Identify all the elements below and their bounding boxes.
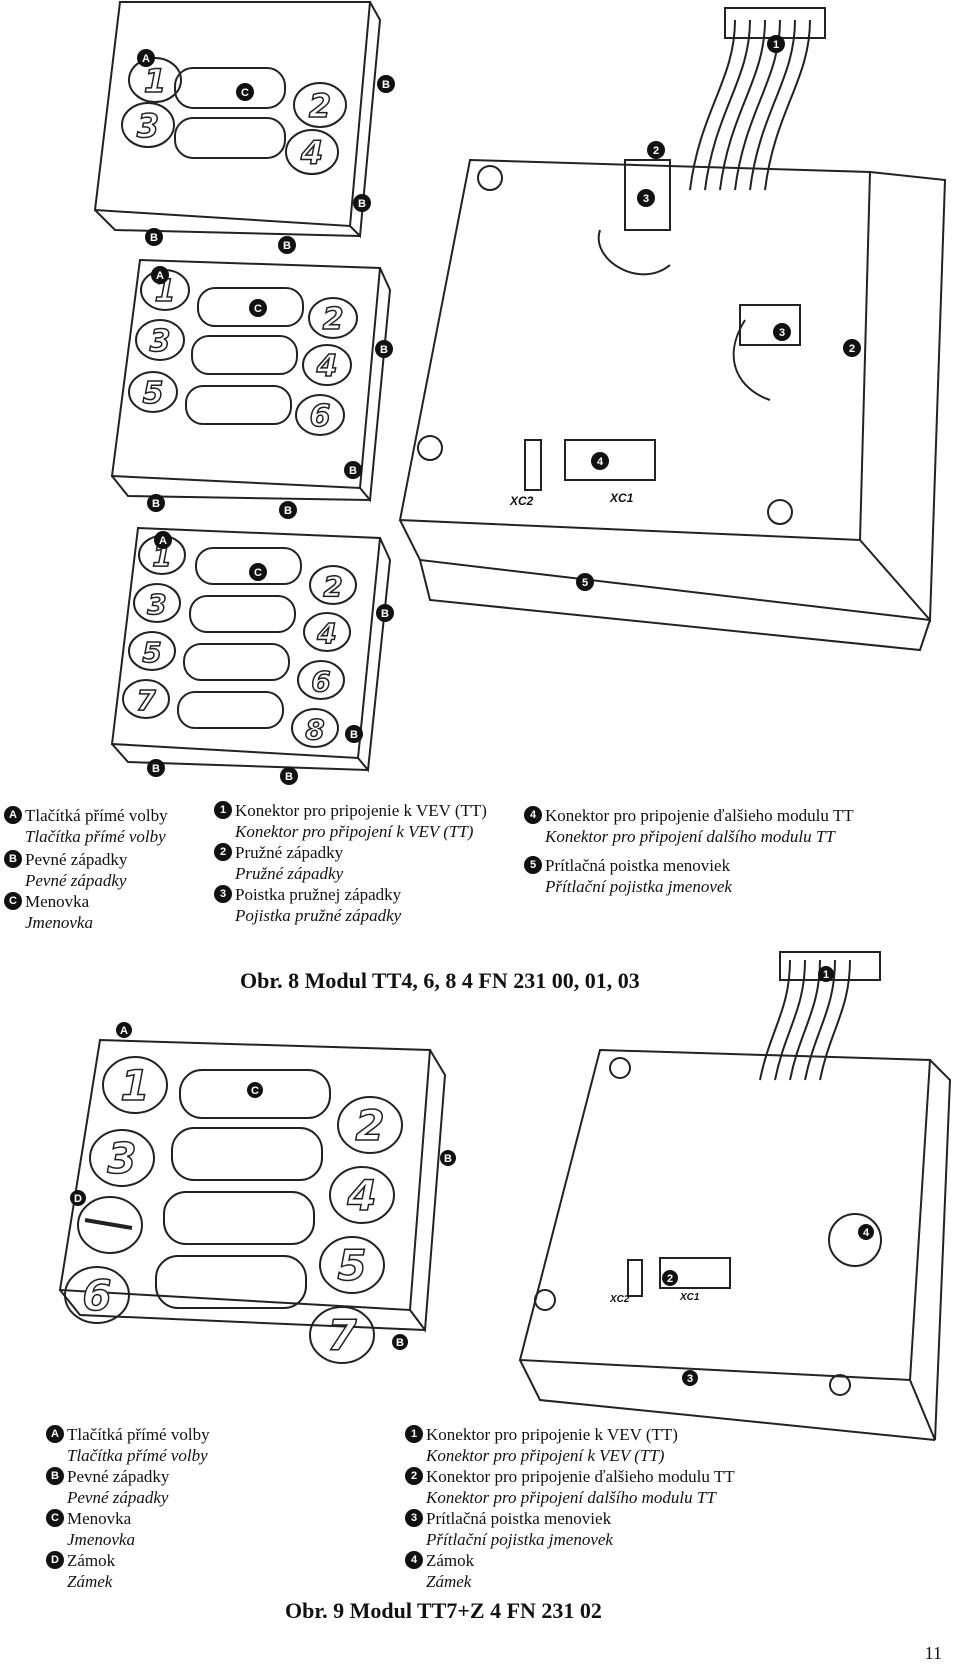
svg-text:7: 7 (327, 1311, 357, 1360)
svg-text:6: 6 (310, 399, 331, 434)
svg-text:1: 1 (773, 39, 779, 51)
svg-text:3: 3 (779, 327, 785, 339)
svg-text:B: B (283, 240, 291, 252)
callout-badge: A (46, 1425, 64, 1443)
svg-text:5: 5 (582, 577, 588, 589)
callout-badge: C (46, 1509, 64, 1527)
svg-text:D: D (74, 1193, 82, 1205)
svg-text:3: 3 (107, 1134, 136, 1183)
keypad-tt8 (110, 526, 392, 773)
svg-text:B: B (382, 79, 390, 91)
svg-text:2: 2 (849, 343, 855, 355)
svg-text:3: 3 (643, 193, 649, 205)
svg-text:2: 2 (323, 302, 344, 337)
svg-text:4: 4 (597, 456, 604, 468)
module-board-fig9 (518, 951, 952, 1441)
svg-text:B: B (444, 1153, 452, 1165)
callout-badges: A B C B B B A C B B B B A C B B B B 1 2 3 3 2 4 5 A C B D B 1 4 2 3 (70, 35, 874, 1386)
svg-text:XC2: XC2 (509, 494, 534, 508)
callout-badge: 4 (405, 1551, 423, 1569)
callout-badge: 2 (214, 843, 232, 861)
callout-badge: 2 (405, 1467, 423, 1485)
svg-text:B: B (380, 344, 388, 356)
svg-text:6: 6 (82, 1271, 111, 1320)
figure8-caption: Obr. 8 Modul TT4, 6, 8 4 FN 231 00, 01, … (240, 968, 640, 993)
callout-badge: 5 (524, 856, 542, 874)
callout-badge: B (46, 1467, 64, 1485)
svg-text:A: A (159, 535, 167, 547)
svg-text:C: C (241, 87, 249, 99)
svg-text:1: 1 (823, 969, 829, 981)
svg-text:3: 3 (137, 107, 159, 145)
svg-text:A: A (156, 270, 164, 282)
callout-badge: A (4, 806, 22, 824)
svg-text:B: B (152, 763, 160, 775)
svg-text:B: B (350, 729, 358, 741)
svg-text:B: B (381, 608, 389, 620)
svg-text:B: B (284, 505, 292, 517)
svg-text:B: B (150, 232, 158, 244)
svg-text:3: 3 (147, 588, 166, 621)
module-board-fig8 (398, 7, 947, 652)
svg-text:B: B (358, 198, 366, 210)
svg-text:5: 5 (142, 636, 161, 669)
callout-badge: 3 (214, 885, 232, 903)
callout-badge: D (46, 1551, 64, 1569)
page-number: 11 (924, 1643, 942, 1663)
svg-text:7: 7 (136, 684, 156, 717)
svg-text:C: C (254, 303, 262, 315)
callout-badge: B (4, 850, 22, 868)
key-digits: 1 3 2 4 1 3 5 2 4 6 1 3 5 7 2 4 6 8 1 3 … (82, 61, 386, 1361)
figure9-caption: Obr. 9 Modul TT7+Z 4 FN 231 02 (285, 1598, 602, 1623)
svg-text:B: B (349, 465, 357, 477)
svg-text:B: B (152, 498, 160, 510)
svg-text:2: 2 (323, 570, 342, 603)
keypad-tt7z (58, 1038, 447, 1364)
svg-text:8: 8 (305, 713, 324, 746)
svg-text:XC1: XC1 (679, 1292, 700, 1303)
svg-text:4: 4 (316, 617, 336, 650)
keypad-tt4 (93, 0, 382, 239)
callout-badge: C (4, 892, 22, 910)
svg-text:C: C (254, 567, 262, 579)
svg-text:A: A (142, 53, 150, 65)
svg-text:XC2: XC2 (609, 1294, 630, 1305)
svg-text:A: A (120, 1025, 128, 1037)
svg-text:2: 2 (667, 1273, 673, 1285)
svg-text:XC1: XC1 (609, 491, 634, 505)
svg-text:4: 4 (863, 1227, 870, 1239)
svg-text:C: C (251, 1085, 259, 1097)
svg-text:5: 5 (143, 376, 164, 411)
lock-slot (84, 1218, 133, 1230)
svg-text:2: 2 (309, 87, 331, 125)
svg-text:5: 5 (337, 1241, 366, 1290)
svg-text:1: 1 (120, 1061, 149, 1110)
svg-text:1: 1 (144, 62, 166, 100)
svg-text:3: 3 (150, 324, 171, 359)
svg-text:4: 4 (316, 349, 338, 384)
svg-text:6: 6 (311, 665, 330, 698)
connector-labels: XC2 XC1 XC2 XC1 (509, 491, 700, 1305)
svg-text:B: B (396, 1337, 404, 1349)
svg-text:3: 3 (687, 1373, 693, 1385)
callout-badge: 3 (405, 1509, 423, 1527)
svg-text:4: 4 (300, 134, 323, 172)
callout-badge: 1 (214, 801, 232, 819)
svg-text:2: 2 (355, 1101, 384, 1150)
svg-text:B: B (285, 771, 293, 783)
svg-text:4: 4 (346, 1171, 376, 1220)
callout-badge: 4 (524, 806, 542, 824)
keypad-tt6 (110, 258, 392, 503)
svg-text:2: 2 (653, 145, 659, 157)
callout-badge: 1 (405, 1425, 423, 1443)
